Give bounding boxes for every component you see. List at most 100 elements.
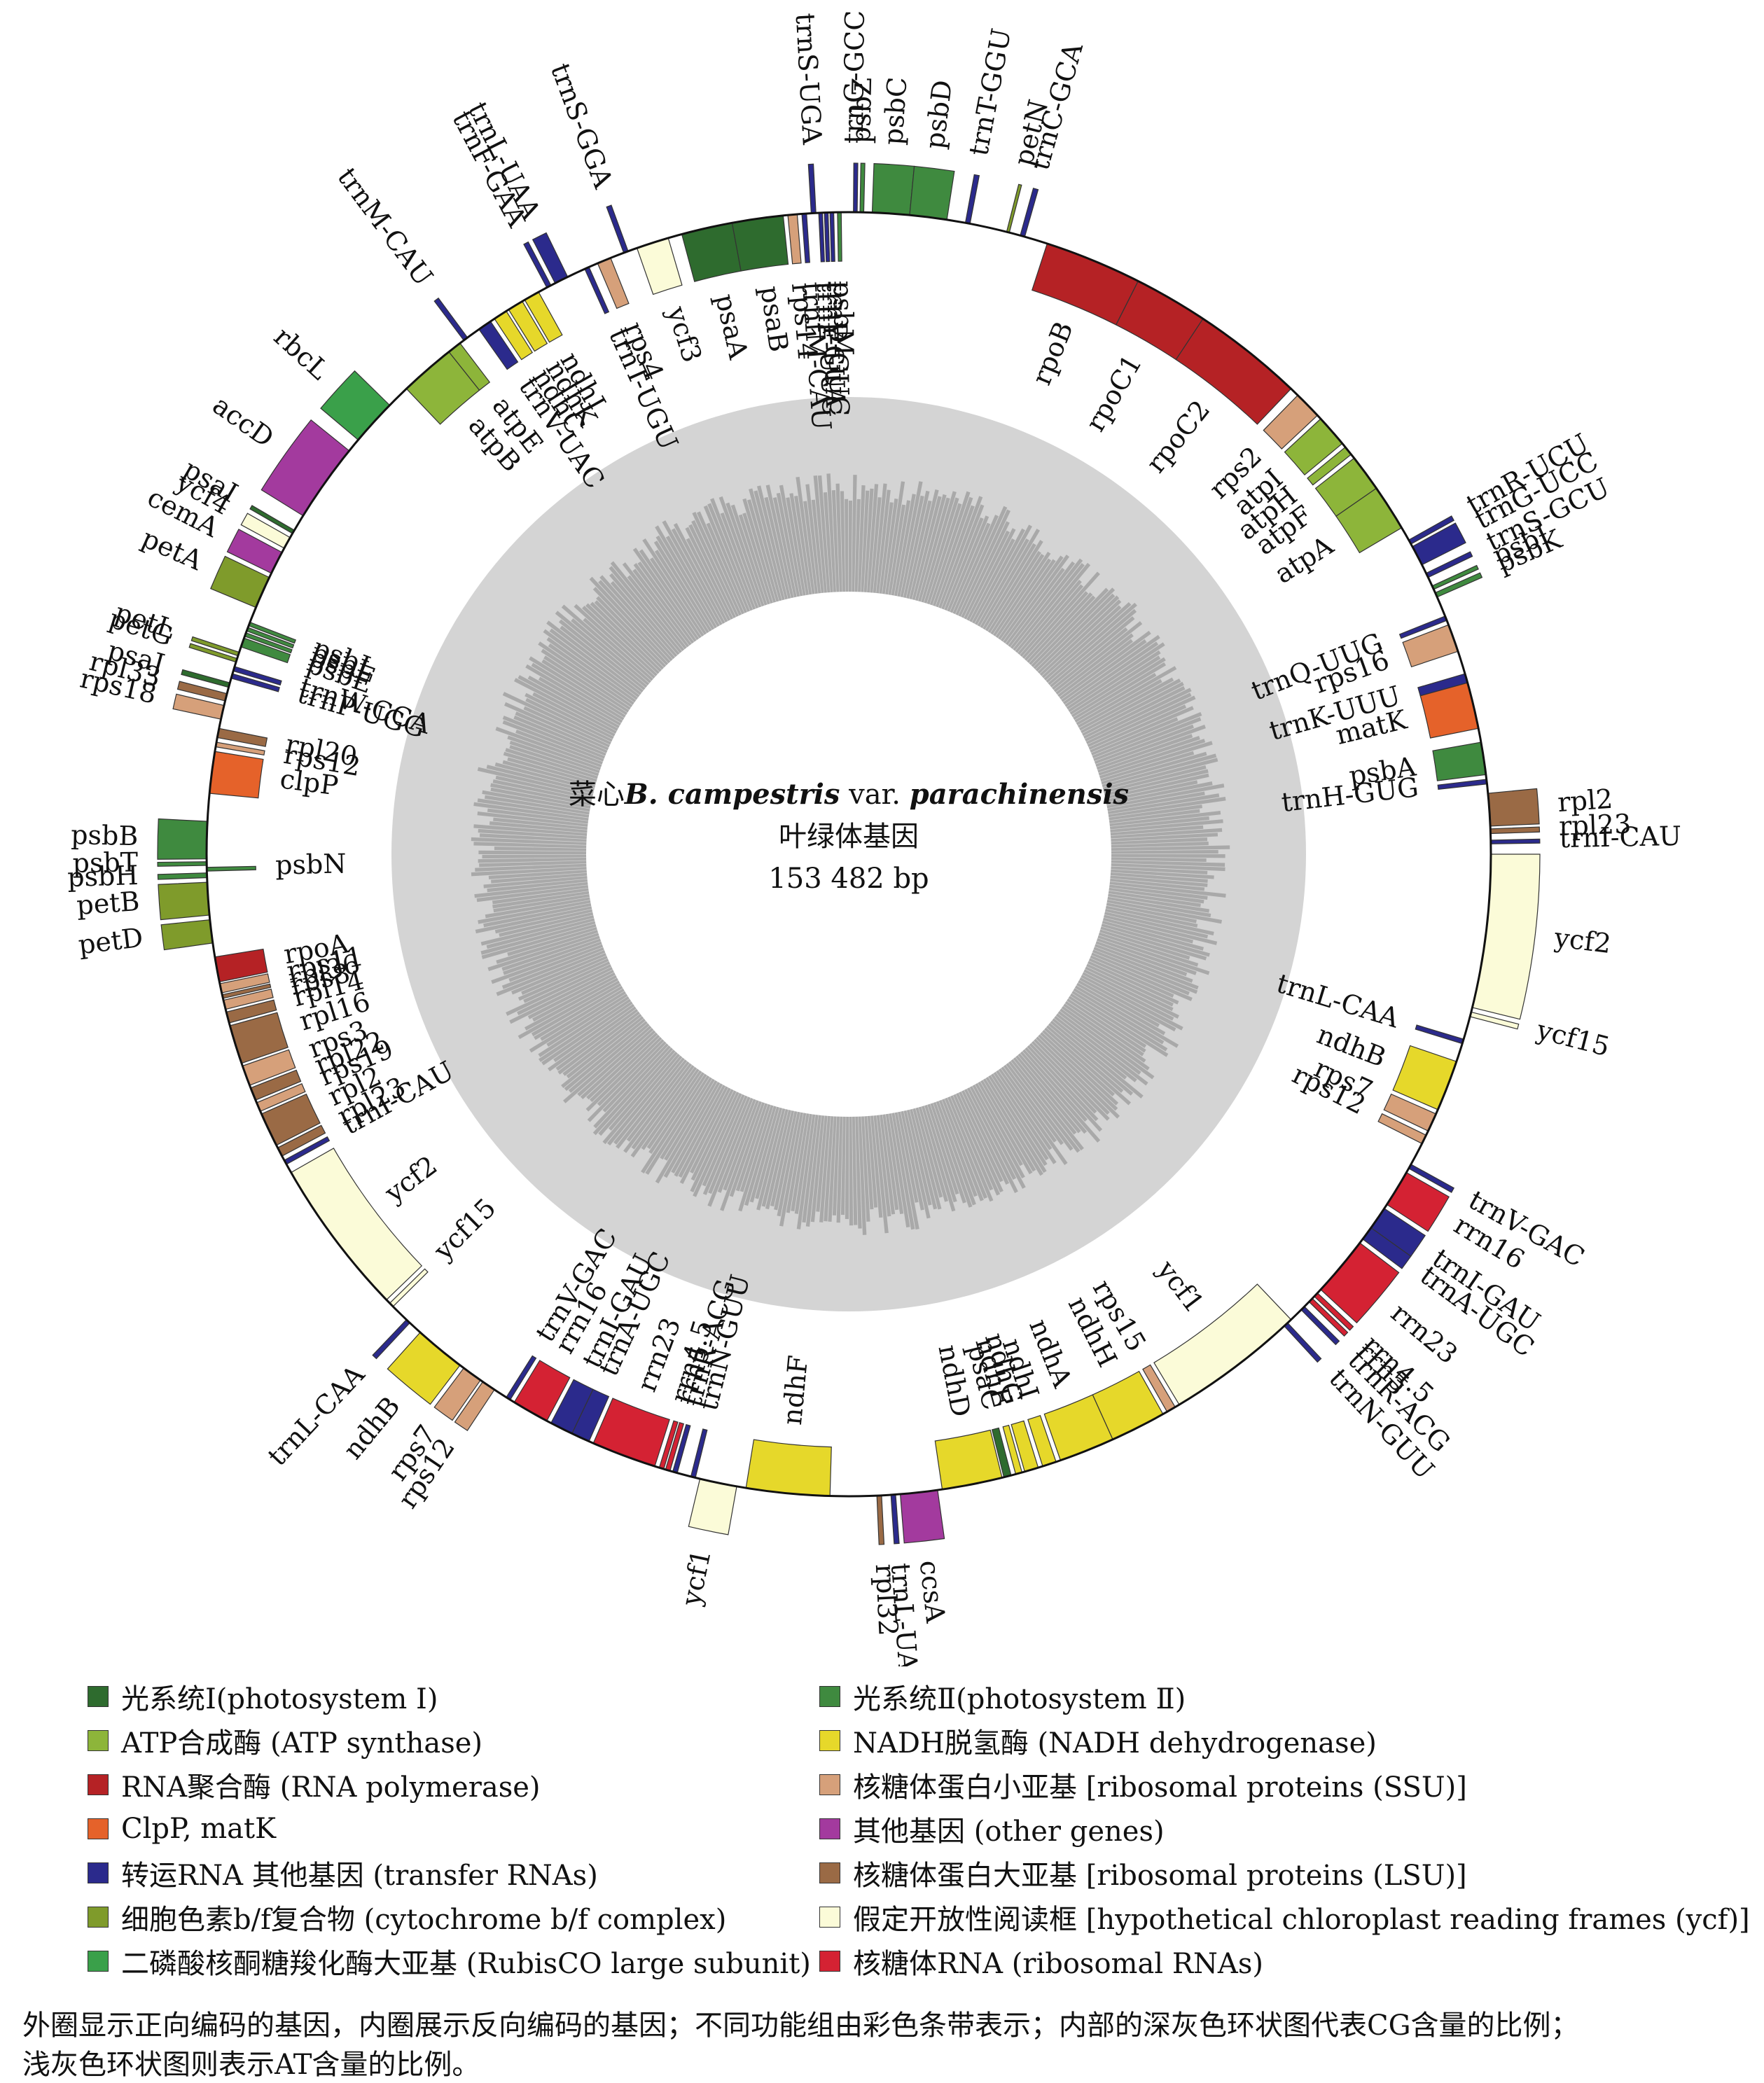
gene-label-rpl2: rpl2: [1557, 783, 1614, 818]
legend-swatch-rrna: [819, 1951, 840, 1972]
gene-label-trne-uuc: trnE-UUC: [811, 281, 847, 417]
legend-label: 核糖体蛋白大亚基 [ribosomal proteins (LSU)]: [853, 1860, 1467, 1892]
legend-label: 其他基因 (other genes): [853, 1816, 1165, 1848]
gene-label-petd: petD: [76, 922, 144, 961]
gene-block-rrn23: [592, 1398, 670, 1467]
gene-block-psbn: [206, 865, 256, 872]
gene-label-clpp: clpP: [278, 763, 340, 801]
gene-block-rpl2: [1487, 788, 1540, 827]
legend-swatch-clp: [88, 1818, 109, 1839]
gene-label-ycf1: ycf1: [675, 1547, 717, 1609]
gene-label-psaa: psaA: [709, 291, 754, 363]
gc-content-bars: [471, 473, 1230, 1235]
gene-label-accd: accD: [207, 389, 279, 453]
legend-swatch-ndh: [819, 1730, 840, 1751]
gene-block-clpp: [209, 751, 264, 799]
gene-label-rpl32: rpl32: [870, 1563, 904, 1637]
gene-label-trnd-guc: trnD-GUC: [821, 281, 855, 417]
gene-block-trnl-uaa: [532, 232, 569, 284]
legend-item-cyt: 细胞色素b/f复合物 (cytochrome b/f complex): [88, 1897, 726, 1937]
gene-block-psbt: [157, 861, 207, 867]
gene-label-psbn: psbN: [275, 848, 347, 880]
gene-block-ycf1: [688, 1478, 737, 1535]
legend-label: 细胞色素b/f复合物 (cytochrome b/f complex): [121, 1904, 727, 1936]
legend-label: 二磷酸核酮糖羧化酶大亚基 (RubisCO large subunit): [121, 1948, 811, 1980]
center-title-line1: 菜心B. campestris var. parachinensis: [569, 778, 1129, 811]
gene-label-ycf2: ycf2: [1552, 922, 1613, 960]
gene-block-trns-uga: [807, 163, 817, 214]
legend-item-lsu: 核糖体蛋白大亚基 [ribosomal proteins (LSU)]: [819, 1853, 1467, 1893]
legend-swatch-atp: [88, 1730, 109, 1751]
legend-swatch-ps1: [88, 1686, 109, 1707]
caption-line2: 浅灰色环状图则表示AT含量的比例。: [22, 2049, 480, 2081]
gene-label-trni-cau: trnI-CAU: [1559, 821, 1681, 854]
gene-block-psbd: [909, 165, 955, 221]
gene-label-petb: petB: [76, 886, 141, 921]
gene-block-psba: [1432, 741, 1487, 781]
legend-label: RNA聚合酶 (RNA polymerase): [121, 1771, 541, 1804]
gene-label-psbt: psbT: [72, 847, 138, 878]
gene-label-rpob: rpoB: [1026, 317, 1079, 389]
gene-block-psab: [731, 215, 789, 272]
gene-block-petn: [1006, 183, 1022, 233]
caption-line1: 外圈显示正向编码的基因，内圈展示反向编码的基因；不同功能组由彩色条带表示；内部的…: [22, 2009, 1579, 2042]
legend-item-other: 其他基因 (other genes): [819, 1809, 1165, 1848]
gene-block-ccsa: [899, 1489, 945, 1544]
gene-label-trnt-ggu: trnT-GGU: [963, 26, 1017, 158]
legend-item-ps2: 光系统Ⅱ(photosystem Ⅱ): [819, 1677, 1186, 1716]
gene-block-rpl23: [1489, 826, 1541, 835]
gene-block-rbcl: [320, 370, 391, 441]
center-title: 菜心B. campestris var. parachinensis 叶绿体基因…: [569, 778, 1129, 895]
gene-label-psbd: psbD: [919, 78, 958, 151]
gene-label-trnm-cau: trnM-CAU: [331, 162, 439, 291]
gene-label-trng-gcc: trnG-GCC: [838, 10, 870, 144]
legend-label: NADH脱氢酶 (NADH dehydrogenase): [853, 1727, 1377, 1760]
legend-item-clp: ClpP, matK: [88, 1809, 276, 1848]
gene-block-trny-gua: [824, 211, 831, 263]
gene-block-psbc: [871, 163, 915, 216]
legend-label: ClpP, matK: [121, 1813, 276, 1845]
legend-item-ps1: 光系统Ⅰ(photosystem Ⅰ): [88, 1677, 438, 1716]
gene-block-petd: [160, 919, 214, 951]
gene-block-trnn-guu: [1284, 1322, 1322, 1363]
legend-swatch-ps2: [819, 1686, 840, 1707]
gene-label-ccsa: ccsA: [914, 1559, 952, 1624]
gene-label-rpl23: rpl23: [1558, 809, 1632, 842]
gene-block-trnl-uag: [890, 1493, 900, 1545]
legend-item-trna: 转运RNA 其他基因 (transfer RNAs): [88, 1853, 598, 1893]
genome-center: [586, 592, 1111, 1117]
legend-swatch-ssu: [819, 1774, 840, 1795]
gene-label-ndhf: ndhF: [777, 1354, 814, 1426]
gene-label-rps14: rps14: [786, 281, 823, 361]
gene-label-rbcl: rbcL: [268, 321, 335, 385]
legend-item-atp: ATP合成酶 (ATP synthase): [88, 1721, 482, 1760]
gene-block-trnt-ggu: [964, 174, 980, 225]
legend-swatch-trna: [88, 1862, 109, 1883]
gene-block-psbh: [157, 872, 208, 880]
gene-label-ycf15: ycf15: [427, 1192, 502, 1267]
figure-caption: 外圈显示正向编码的基因，内圈展示反向编码的基因；不同功能组由彩色条带表示；内部的…: [22, 2006, 1745, 2083]
gene-label-ycf1: ycf1: [1151, 1254, 1210, 1318]
center-genome-size: 153 482 bp: [768, 863, 929, 895]
legend-label: ATP合成酶 (ATP synthase): [121, 1727, 482, 1760]
gene-label-trns-uga: trnS-UGA: [790, 12, 828, 146]
gene-block-ndhf: [745, 1439, 832, 1497]
gene-block-trne-uuc: [818, 212, 825, 263]
gene-block-trni-cau: [1490, 838, 1541, 844]
legend-swatch-other: [819, 1818, 840, 1839]
legend-item-ycf: 假定开放性阅读框 [hypothetical chloroplast readi…: [819, 1897, 1750, 1937]
gene-block-trns-gga: [606, 204, 629, 253]
legend-swatch-lsu: [819, 1862, 840, 1883]
legend-label: 转运RNA 其他基因 (transfer RNAs): [121, 1860, 598, 1892]
legend-label: 光系统Ⅱ(photosystem Ⅱ): [853, 1683, 1186, 1715]
gene-block-trnl-caa: [1415, 1024, 1464, 1045]
legend-item-rpo: RNA聚合酶 (RNA polymerase): [88, 1765, 541, 1804]
gene-label-psbb: psbB: [71, 819, 139, 851]
genome-backbone-circle: [205, 211, 1492, 1498]
gene-block-trnn-guu: [690, 1428, 708, 1479]
legend-label: 假定开放性阅读框 [hypothetical chloroplast readi…: [853, 1904, 1750, 1936]
gene-block-trnm-cau: [433, 297, 468, 341]
legend-item-rbcl: 二磷酸核酮糖羧化酶大亚基 (RubisCO large subunit): [88, 1942, 811, 1981]
